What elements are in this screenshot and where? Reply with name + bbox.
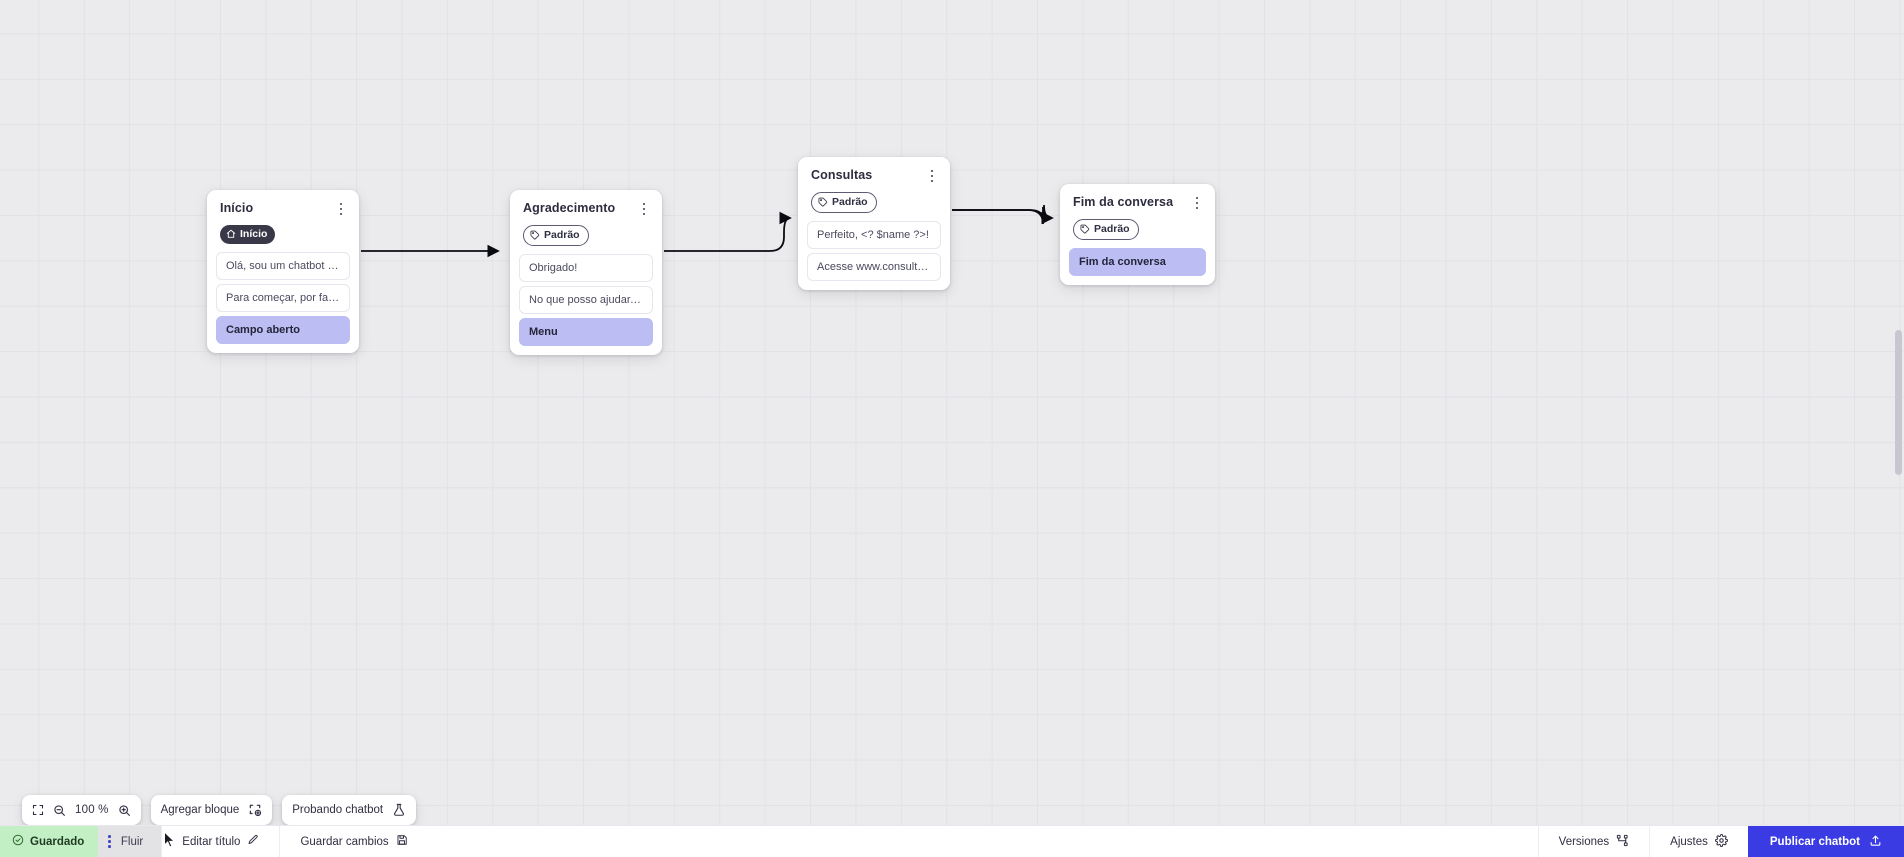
flow-canvas[interactable]: Início Início Olá, sou um chatbot de tes… bbox=[0, 0, 1904, 825]
save-changes-label: Guardar cambios bbox=[300, 835, 389, 848]
publish-label: Publicar chatbot bbox=[1769, 835, 1860, 848]
node-header: Fim da conversa bbox=[1069, 193, 1206, 212]
node-header: Início bbox=[216, 199, 350, 218]
node-message-row[interactable]: Acesse www.consultas.com par... bbox=[807, 252, 941, 281]
node-title: Início bbox=[220, 201, 254, 215]
settings-label: Ajustes bbox=[1670, 835, 1708, 848]
node-badge-padrao[interactable]: Padrão bbox=[1073, 219, 1139, 240]
add-block-button[interactable]: Agregar bloque bbox=[150, 795, 273, 825]
home-icon bbox=[226, 229, 236, 239]
node-badge-label: Início bbox=[240, 228, 268, 240]
node-message-row[interactable]: Obrigado! bbox=[519, 253, 653, 282]
node-badge-label: Padrão bbox=[1094, 223, 1130, 235]
tag-icon bbox=[1080, 224, 1090, 234]
saved-status-badge: Guardado bbox=[0, 826, 99, 857]
node-badge-padrao[interactable]: Padrão bbox=[811, 192, 877, 213]
node-action-row[interactable]: Campo aberto bbox=[216, 316, 350, 345]
floppy-disk-icon bbox=[396, 834, 408, 849]
node-message-row[interactable]: Perfeito, <? $name ?>! bbox=[807, 220, 941, 249]
test-chatbot-label: Probando chatbot bbox=[292, 804, 384, 816]
node-badge-row: Padrão bbox=[519, 218, 653, 254]
node-menu-icon[interactable] bbox=[925, 167, 939, 185]
node-menu-icon[interactable] bbox=[1190, 194, 1204, 212]
flow-tab-label: Fluir bbox=[120, 835, 144, 848]
node-badge-row: Padrão bbox=[1069, 212, 1206, 248]
edit-title-label: Editar título bbox=[182, 835, 241, 848]
node-rows: Perfeito, <? $name ?>! Acesse www.consul… bbox=[807, 220, 941, 281]
node-badge-inicio[interactable]: Início bbox=[220, 225, 276, 244]
node-badge-label: Padrão bbox=[544, 229, 580, 241]
node-title: Agradecimento bbox=[523, 201, 616, 215]
node-title: Fim da conversa bbox=[1073, 195, 1174, 209]
flow-node-agradecimento[interactable]: Agradecimento Padrão Obrigado! No que po… bbox=[510, 190, 662, 355]
node-rows: Fim da conversa bbox=[1069, 247, 1206, 276]
canvas-toolbar: 100 % Agregar bloque Probando chatbot bbox=[22, 795, 417, 825]
node-title: Consultas bbox=[811, 168, 873, 182]
node-menu-icon[interactable] bbox=[334, 200, 348, 218]
node-badge-label: Padrão bbox=[832, 196, 868, 208]
vertical-dots-icon[interactable] bbox=[108, 835, 111, 848]
edge-agradecimento-consultas bbox=[664, 211, 792, 252]
pencil-icon bbox=[247, 834, 259, 849]
settings-button[interactable]: Ajustes bbox=[1649, 826, 1748, 857]
status-bar: Guardado Fluir Editar título Guardar cam… bbox=[0, 825, 1904, 857]
node-header: Agradecimento bbox=[519, 199, 653, 218]
tag-icon bbox=[818, 197, 828, 207]
zoom-out-icon[interactable] bbox=[53, 804, 66, 817]
check-circle-icon bbox=[12, 834, 24, 849]
upload-icon bbox=[1869, 834, 1882, 850]
zoom-controls: 100 % bbox=[22, 795, 141, 825]
zoom-in-icon[interactable] bbox=[118, 804, 131, 817]
edge-consultas-fim bbox=[952, 206, 1054, 225]
flow-node-inicio[interactable]: Início Início Olá, sou um chatbot de tes… bbox=[207, 190, 359, 354]
edge-consultas-fim-line bbox=[952, 204, 1051, 223]
node-message-row[interactable]: Para começar, por favor digite o ... bbox=[216, 284, 350, 313]
node-rows: Obrigado! No que posso ajudar, <? $name … bbox=[519, 253, 653, 346]
flow-node-consultas[interactable]: Consultas Padrão Perfeito, <? $name ?>! … bbox=[798, 157, 950, 290]
versions-button[interactable]: Versiones bbox=[1537, 826, 1650, 857]
vertical-scrollbar[interactable] bbox=[1895, 330, 1902, 475]
node-menu-icon[interactable] bbox=[637, 200, 651, 218]
edit-title-button[interactable]: Editar título bbox=[161, 826, 279, 857]
add-block-icon bbox=[248, 803, 262, 817]
node-badge-padrao[interactable]: Padrão bbox=[523, 225, 589, 246]
gear-icon bbox=[1714, 833, 1728, 850]
node-rows: Olá, sou um chatbot de teste! Para começ… bbox=[216, 252, 350, 345]
branch-icon bbox=[1616, 834, 1629, 850]
tag-icon bbox=[530, 230, 540, 240]
publish-chatbot-button[interactable]: Publicar chatbot bbox=[1747, 826, 1904, 857]
versions-label: Versiones bbox=[1558, 835, 1610, 848]
connector-edges bbox=[361, 204, 1054, 258]
test-chatbot-button[interactable]: Probando chatbot bbox=[282, 795, 417, 825]
status-bar-spacer bbox=[428, 826, 1538, 857]
node-message-row[interactable]: No que posso ajudar, <? $name ... bbox=[519, 285, 653, 314]
zoom-level-value: 100 % bbox=[75, 804, 109, 816]
node-action-row[interactable]: Menu bbox=[519, 317, 653, 346]
node-badge-row: Início bbox=[216, 218, 350, 252]
flow-tab[interactable]: Fluir bbox=[98, 826, 162, 857]
save-changes-button[interactable]: Guardar cambios bbox=[279, 826, 427, 857]
fit-screen-icon[interactable] bbox=[32, 804, 44, 816]
node-action-row[interactable]: Fim da conversa bbox=[1069, 247, 1206, 276]
node-badge-row: Padrão bbox=[807, 185, 941, 221]
flask-icon bbox=[392, 803, 406, 817]
node-message-row[interactable]: Olá, sou um chatbot de teste! bbox=[216, 252, 350, 281]
flow-node-fim-da-conversa[interactable]: Fim da conversa Padrão Fim da conversa bbox=[1060, 184, 1215, 285]
saved-label: Guardado bbox=[30, 835, 85, 848]
add-block-label: Agregar bloque bbox=[160, 804, 240, 816]
node-header: Consultas bbox=[807, 166, 941, 185]
